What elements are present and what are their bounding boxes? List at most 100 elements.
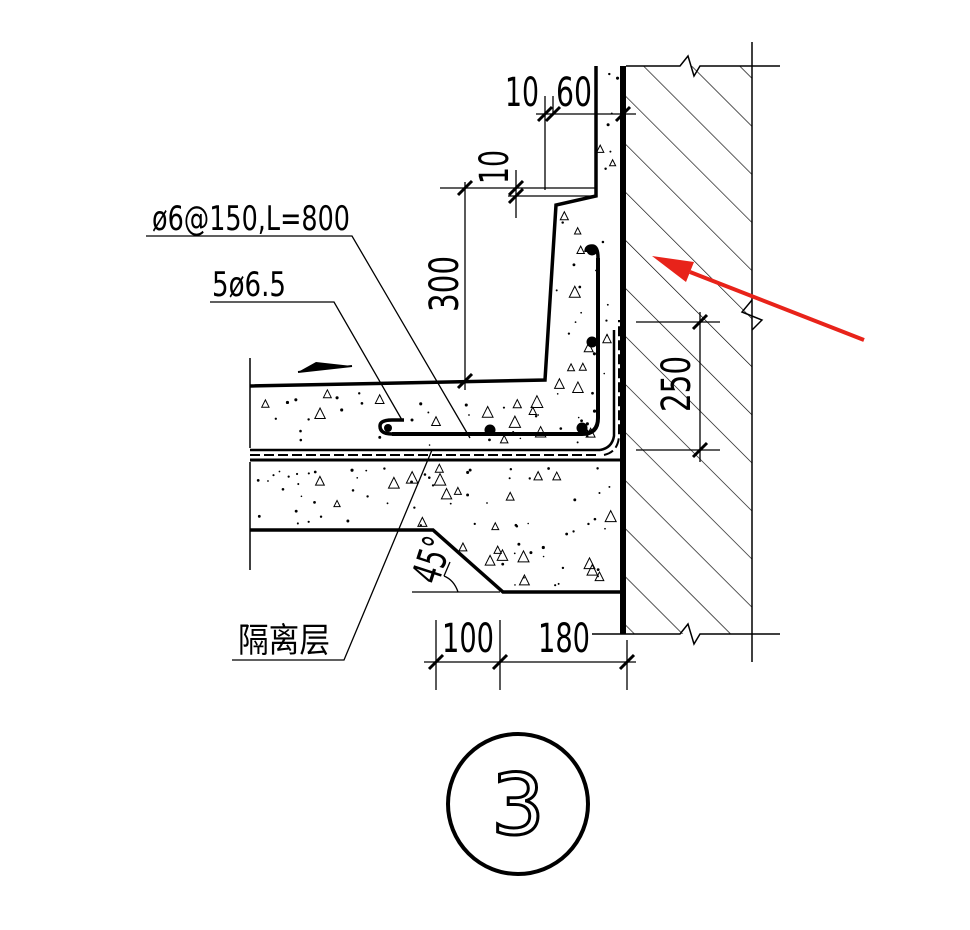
detail-marker: 3 xyxy=(446,732,590,876)
aggregate-dot xyxy=(561,566,565,570)
aggregate-dot xyxy=(603,372,606,375)
aggregate-dot xyxy=(274,417,277,420)
aggregate-dot xyxy=(466,493,470,497)
leaders xyxy=(146,235,471,661)
aggregate-dot xyxy=(592,409,597,413)
aggregate-dot xyxy=(534,415,538,418)
aggregate-dot xyxy=(278,470,281,473)
aggregate-dot xyxy=(287,475,290,478)
aggregate-dot xyxy=(297,483,300,486)
aggregate-dot xyxy=(573,498,577,502)
dim-10-vertical: 10 xyxy=(472,150,518,184)
aggregate-dot xyxy=(300,495,303,498)
aggregate-dot xyxy=(554,584,557,587)
aggregate-dot xyxy=(596,568,600,571)
aggregate-mark xyxy=(322,388,333,399)
aggregate-mark xyxy=(499,434,509,444)
rebar-dot xyxy=(484,424,496,436)
aggregate-dot xyxy=(541,545,545,550)
aggregate-mark xyxy=(566,362,576,372)
aggregate-dot xyxy=(578,285,582,289)
aggregate-mark xyxy=(430,415,442,426)
aggregate-dot xyxy=(356,476,359,479)
aggregate-dot xyxy=(464,403,468,407)
aggregate-mark xyxy=(405,470,419,484)
aggregate-mark xyxy=(314,475,326,486)
concrete-speckles xyxy=(256,72,620,587)
aggregate-dot xyxy=(508,477,511,480)
aggregate-mark xyxy=(530,394,544,408)
aggregate-dot xyxy=(585,422,589,426)
aggregate-dot xyxy=(427,411,430,414)
aggregate-dot xyxy=(285,400,290,405)
aggregate-dot xyxy=(256,479,260,482)
aggregate-dot xyxy=(340,408,344,412)
aggregate-dot xyxy=(299,438,303,442)
aggregate-dot xyxy=(523,576,525,579)
aggregate-dot xyxy=(528,477,531,480)
aggregate-mark xyxy=(493,544,503,554)
aggregate-mark xyxy=(440,487,453,500)
aggregate-mark xyxy=(578,362,588,371)
aggregate-dot xyxy=(514,584,516,586)
aggregate-dot xyxy=(608,72,611,76)
aggregate-mark xyxy=(433,472,447,486)
aggregate-mark xyxy=(518,573,531,586)
aggregate-dot xyxy=(272,474,275,477)
aggregate-mark xyxy=(481,405,494,418)
detail-number: 3 xyxy=(491,756,544,854)
aggregate-mark xyxy=(533,470,544,481)
aggregate-dot xyxy=(597,575,599,578)
aggregate-dot xyxy=(556,392,559,395)
aggregate-mark xyxy=(374,393,385,404)
aggregate-dot xyxy=(547,467,550,470)
aggregate-mark xyxy=(571,380,585,393)
rebar xyxy=(378,244,600,436)
aggregate-mark xyxy=(553,377,566,389)
aggregate-dot xyxy=(335,396,339,400)
rebar-dot xyxy=(384,424,392,432)
aggregate-dot xyxy=(606,123,610,127)
dim-300: 300 xyxy=(422,256,468,312)
aggregate-dot xyxy=(488,438,491,442)
aggregate-dot xyxy=(608,485,611,488)
aggregate-dot xyxy=(366,495,369,498)
aggregate-dot xyxy=(358,392,361,395)
aggregate-dot xyxy=(615,76,620,80)
aggregate-dot xyxy=(557,582,560,585)
dim-180: 180 xyxy=(538,616,590,662)
aggregate-dot xyxy=(591,391,594,395)
aggregate-dot xyxy=(515,525,519,528)
aggregate-mark xyxy=(387,476,401,489)
aggregate-dot xyxy=(606,334,609,337)
aggregate-dot xyxy=(559,427,563,430)
concrete-slab xyxy=(249,66,623,594)
aggregate-dot xyxy=(468,414,470,416)
aggregate-dot xyxy=(307,472,310,475)
label-isolation-layer: 隔离层 xyxy=(238,621,330,661)
aggregate-dot xyxy=(468,468,472,472)
aggregate-dot xyxy=(486,502,488,504)
aggregate-mark xyxy=(517,549,530,563)
aggregate-dot xyxy=(313,501,316,504)
aggregate-dot xyxy=(307,520,310,523)
aggregate-dot xyxy=(466,470,470,474)
dim-60: 60 xyxy=(556,70,592,116)
aggregate-dot xyxy=(386,502,389,505)
aggregate-dot xyxy=(580,311,583,314)
aggregate-dot xyxy=(580,419,583,423)
red-arrow-annotation xyxy=(652,256,865,342)
aggregate-dot xyxy=(294,509,298,513)
aggregate-dot xyxy=(360,402,364,405)
aggregate-dot xyxy=(604,527,606,530)
aggregate-dot xyxy=(572,263,576,267)
rebar-dot xyxy=(576,422,588,434)
aggregate-mark xyxy=(453,486,463,495)
dim-10-top: 10 xyxy=(505,70,539,116)
aggregate-dot xyxy=(576,441,579,444)
aggregate-dot xyxy=(319,515,323,518)
aggregate-dot xyxy=(383,467,386,470)
aggregate-dot xyxy=(257,514,261,518)
aggregate-dot xyxy=(587,522,590,526)
